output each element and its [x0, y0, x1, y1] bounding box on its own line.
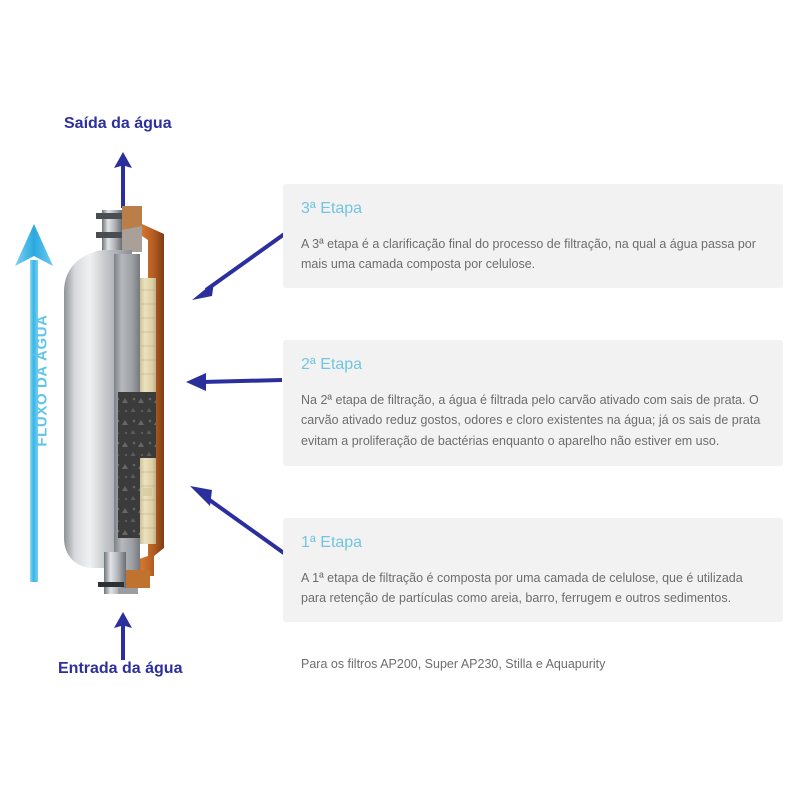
- stage-2-body: Na 2ª etapa de filtração, a água é filtr…: [301, 393, 761, 448]
- stage-2-title: 2ª Etapa: [301, 356, 363, 373]
- compatible-models-footnote: Para os filtros AP200, Super AP230, Stil…: [301, 657, 606, 671]
- cellulose-layer-stage3: [140, 278, 156, 394]
- inlet-arrow-icon: [114, 612, 132, 660]
- water-outlet-label: Saída da água: [64, 115, 172, 132]
- stage-1-title: 1ª Etapa: [301, 534, 363, 551]
- stage-panel-2: 2ª Etapa Na 2ª etapa de filtração, a águ…: [283, 340, 783, 466]
- stage-3-title: 3ª Etapa: [301, 200, 363, 217]
- stage-1-body: A 1ª etapa de filtração é composta por u…: [301, 571, 743, 606]
- stage-panel-3: 3ª Etapa A 3ª etapa é a clarificação fin…: [283, 184, 783, 288]
- filter-cartridge-illustration: [64, 206, 164, 594]
- stage-3-body: A 3ª etapa é a clarificação final do pro…: [301, 237, 756, 272]
- flow-label: FLUXO DA ÁGUA: [33, 314, 51, 447]
- pointer-arrow-stage-3: [192, 228, 292, 300]
- pointer-arrow-stage-1: [190, 486, 290, 558]
- stage-panel-1: 1ª Etapa A 1ª etapa de filtração é compo…: [283, 518, 783, 622]
- cartridge-inlet-stem: [98, 552, 150, 594]
- water-inlet-label: Entrada da água: [58, 660, 183, 677]
- flow-arrow-icon: [15, 224, 53, 582]
- outlet-arrow-icon: [114, 152, 132, 208]
- cellulose-layer-stage1: [140, 458, 156, 544]
- cellulose-texture-upper: [141, 289, 155, 375]
- cartridge-outlet-nozzle: [96, 206, 142, 252]
- water-flow-indicator: FLUXO DA ÁGUA: [14, 222, 54, 582]
- cellulose-texture-lower: [141, 471, 155, 529]
- pointer-arrow-stage-2: [186, 373, 283, 391]
